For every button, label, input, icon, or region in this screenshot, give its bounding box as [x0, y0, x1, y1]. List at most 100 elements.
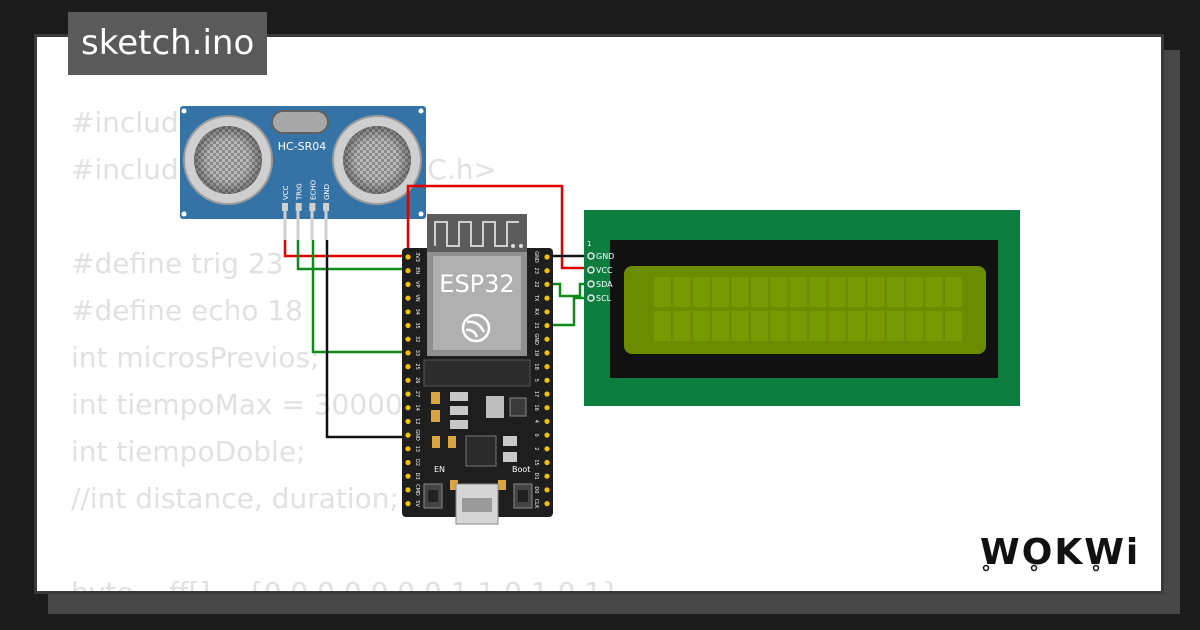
esp32-pin-label: 15 [533, 459, 539, 465]
boot-label: Boot [512, 465, 530, 474]
lcd-pin[interactable] [587, 266, 595, 274]
sensor-pin[interactable] [282, 203, 288, 211]
code-line: int microsPrevios; [71, 341, 320, 374]
lcd-cell [828, 311, 846, 341]
lcd-pin[interactable] [587, 294, 595, 302]
lcd-cell [654, 277, 671, 307]
esp32-pin[interactable] [544, 459, 550, 466]
esp32-pin[interactable] [405, 254, 411, 260]
esp32-pin[interactable] [405, 377, 411, 383]
esp32-board[interactable]: ESP32 EN Boot [402, 214, 553, 525]
esp32-pin[interactable] [405, 405, 411, 411]
code-line: byte ff[] {0,0,0,0,0,0,0,1,1,0,1,0,1} [71, 576, 620, 594]
boot-button[interactable] [513, 483, 533, 509]
esp32-pin-label: 34 [414, 309, 420, 315]
esp32-pin[interactable] [544, 432, 550, 438]
espressif-logo-icon [461, 313, 491, 343]
wire-gnd[interactable] [325, 240, 410, 439]
lcd-cell [751, 277, 768, 307]
esp32-pin-label: TX [533, 294, 539, 302]
esp32-pin[interactable] [405, 432, 411, 438]
esp32-pin[interactable] [544, 501, 550, 507]
esp32-pin-label: D0 [533, 486, 539, 493]
esp32-pin[interactable] [405, 418, 411, 424]
esp32-pin[interactable] [405, 295, 411, 301]
en-button[interactable] [423, 483, 443, 509]
lcd-cell [751, 311, 768, 341]
esp32-pin[interactable] [405, 309, 411, 315]
lcd-cell [848, 311, 865, 341]
esp32-pin[interactable] [544, 405, 550, 411]
wokwi-logo-text: WOKWi [980, 532, 1140, 573]
esp32-pin-label: VN [414, 295, 420, 302]
esp32-pin[interactable] [544, 295, 550, 301]
esp32-pin[interactable] [544, 254, 550, 260]
esp32-pin[interactable] [544, 446, 550, 452]
code-line: #define trig 23 [71, 247, 284, 280]
lcd-cell [886, 277, 904, 307]
sensor-pin[interactable] [323, 203, 330, 211]
esp32-pin-label: D3 [414, 473, 420, 480]
esp32-pin-label: 32 [414, 336, 420, 342]
lcd-cell [692, 277, 710, 307]
wire-lcd-vcc[interactable] [406, 184, 591, 270]
esp32-pin-label: 33 [414, 350, 420, 356]
sensor-pin[interactable] [295, 203, 302, 211]
sensor-pin-label: GND [323, 184, 331, 200]
esp32-pin[interactable] [405, 501, 411, 507]
esp32-pin-label: 0 [533, 434, 539, 437]
esp32-pin[interactable] [405, 281, 411, 287]
esp32-pin[interactable] [405, 364, 411, 370]
lcd-cell [673, 311, 691, 341]
esp32-pin[interactable] [544, 268, 550, 274]
esp32-pin[interactable] [405, 446, 411, 452]
lcd-cell [673, 277, 691, 307]
esp32-pin-label: 12 [414, 418, 420, 424]
lcd-cell [945, 277, 962, 307]
lcd-cell [848, 277, 865, 307]
lcd-cell [906, 277, 924, 307]
esp32-pin[interactable] [544, 336, 550, 342]
lcd-pin1-label: 1 [587, 240, 591, 248]
esp32-pin-label: GND [533, 251, 539, 263]
wire-lcd-scl[interactable] [548, 296, 591, 327]
esp32-pin[interactable] [544, 473, 550, 479]
esp32-pin[interactable] [544, 309, 550, 315]
wire-vcc[interactable] [283, 240, 407, 258]
sensor-pin-label: TRIG [296, 183, 304, 201]
lcd-cell [731, 311, 749, 341]
lcd-cell [809, 277, 827, 307]
esp32-pin[interactable] [405, 322, 411, 329]
lcd-cell [692, 311, 710, 341]
sensor-pin-label: ECHO [309, 179, 317, 200]
esp32-pin[interactable] [544, 322, 550, 329]
wire-lcd-sda[interactable] [548, 282, 591, 298]
esp32-pin[interactable] [405, 350, 411, 356]
esp32-label: ESP32 [439, 270, 514, 298]
esp32-pin[interactable] [405, 391, 411, 397]
esp32-pin-label: D1 [533, 473, 539, 480]
esp32-pin[interactable] [544, 391, 550, 397]
lcd-pin[interactable] [587, 252, 595, 260]
esp32-pin[interactable] [544, 281, 550, 287]
sensor-pin[interactable] [309, 203, 316, 211]
esp32-pin[interactable] [544, 418, 550, 424]
esp32-pin[interactable] [405, 336, 411, 342]
esp32-pin[interactable] [405, 473, 411, 479]
lcd-pin[interactable] [587, 280, 595, 288]
wire-echo[interactable] [311, 240, 410, 354]
esp32-pin-label: 16 [533, 405, 539, 411]
esp32-pin[interactable] [544, 350, 550, 356]
micro-usb-port[interactable] [455, 483, 499, 525]
esp32-pin[interactable] [405, 459, 411, 466]
esp32-pin[interactable] [544, 377, 550, 383]
esp32-pin[interactable] [405, 268, 411, 274]
esp32-pin[interactable] [544, 487, 550, 493]
esp32-pin[interactable] [544, 364, 550, 370]
esp32-pin[interactable] [405, 487, 411, 493]
file-tab[interactable]: sketch.ino [68, 12, 268, 75]
esp32-pin-label: 2 [533, 447, 539, 450]
